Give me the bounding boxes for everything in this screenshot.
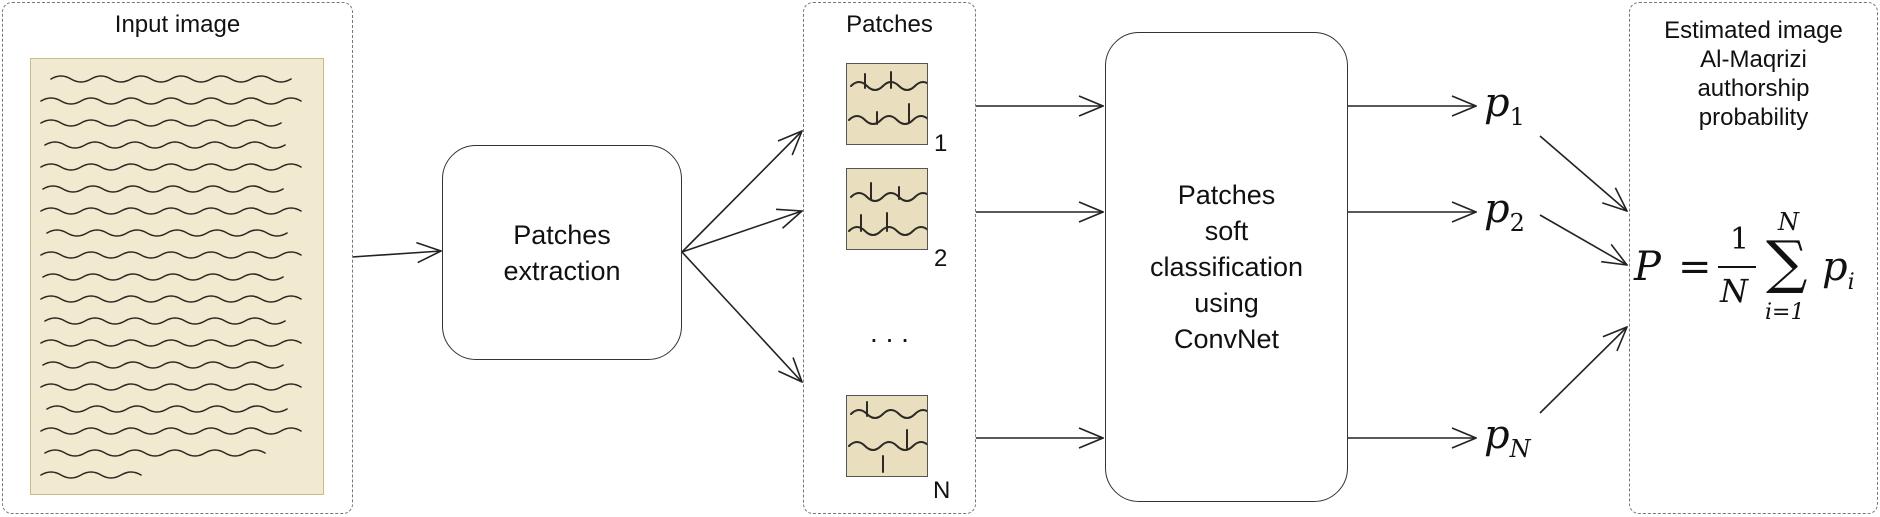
patches-extraction-box: Patches extraction	[442, 145, 682, 360]
arrow-p1-to-formula	[1539, 135, 1627, 211]
probability-pn: pN	[1484, 412, 1531, 463]
extraction-line-1: Patches	[513, 219, 611, 250]
input-image-panel	[2, 2, 353, 514]
formula-term: pi	[1822, 244, 1855, 295]
output-title: Estimated image Al-Maqrizi authorship pr…	[1629, 16, 1878, 132]
probability-p1: p1	[1484, 80, 1525, 131]
manuscript-image	[30, 58, 324, 495]
probability-p2: p2	[1484, 186, 1525, 237]
patches-title: Patches	[846, 11, 933, 38]
patch-1-number: 1	[934, 130, 948, 157]
arrow-input-to-extraction	[351, 251, 441, 257]
patch-2-image	[846, 168, 928, 250]
classification-line-1: Patches	[1177, 180, 1276, 210]
arrow-pn-to-formula	[1539, 327, 1627, 414]
arrow-extraction-to-patch-1	[681, 131, 802, 253]
extraction-line-2: extraction	[503, 255, 621, 286]
input-image-title: Input image	[114, 11, 241, 38]
arrow-extraction-to-patch-n	[681, 251, 802, 382]
output-title-line-1: Estimated image	[1664, 17, 1843, 44]
arrow-p2-to-formula	[1539, 214, 1627, 265]
classification-line-5: ConvNet	[1173, 324, 1280, 354]
formula-sigma: ∑	[1766, 228, 1808, 296]
patch-n-number: N	[933, 477, 951, 504]
output-title-line-4: probability	[1698, 104, 1809, 131]
patches-panel	[803, 2, 976, 514]
output-title-line-3: authorship	[1697, 75, 1810, 102]
patch-1-image	[846, 63, 928, 145]
convnet-classification-box: Patches soft classification using ConvNe…	[1105, 32, 1348, 502]
formula-sum-bottom: i=1	[1765, 300, 1805, 325]
formula-numerator: 1	[1730, 222, 1750, 257]
formula-fraction-bar	[1718, 266, 1756, 268]
classification-line-4: using	[1194, 288, 1259, 318]
arrow-extraction-to-patch-2	[681, 211, 802, 253]
output-panel	[1629, 2, 1878, 514]
classification-line-3: classification	[1149, 252, 1304, 282]
patch-n-image	[846, 395, 928, 477]
patch-2-number: 2	[934, 245, 948, 272]
patches-ellipsis: . . .	[870, 317, 909, 348]
classification-line-2: soft	[1204, 216, 1249, 246]
formula-denominator: N	[1720, 272, 1748, 310]
formula-lhs: P	[1634, 244, 1661, 290]
formula-equals: =	[1678, 244, 1712, 290]
formula-sum-top: N	[1778, 208, 1799, 236]
output-title-line-2: Al-Maqrizi	[1700, 46, 1807, 73]
